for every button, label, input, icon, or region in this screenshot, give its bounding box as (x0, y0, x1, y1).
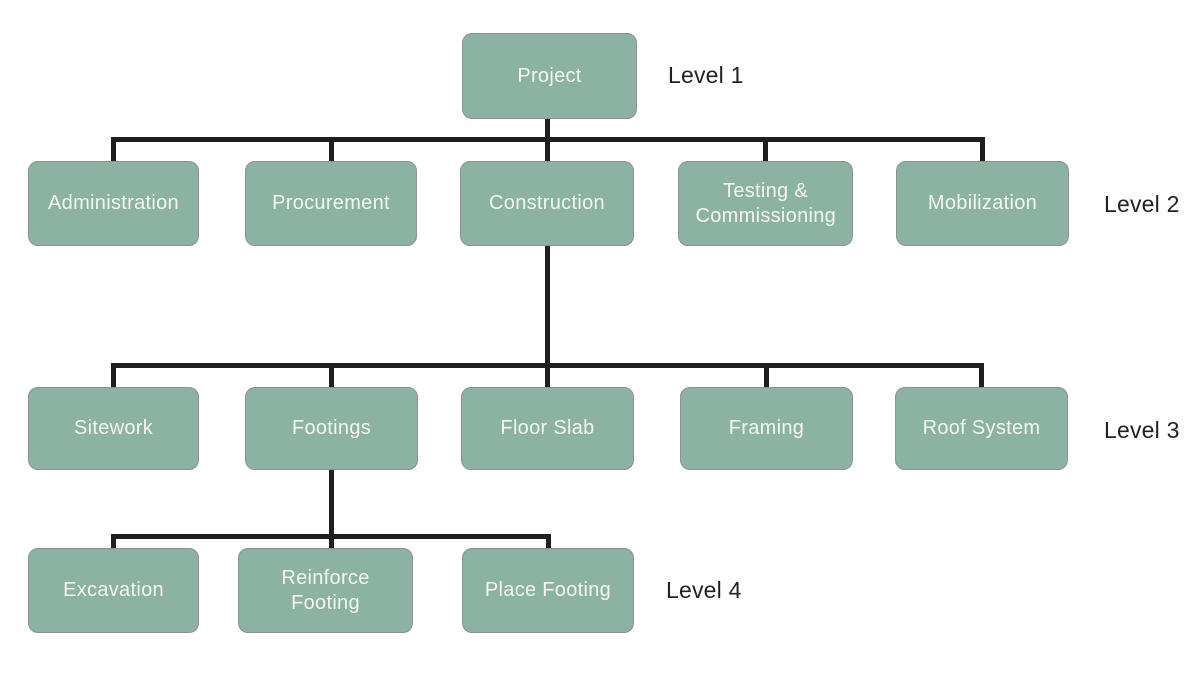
level-3-label: Level 3 (1104, 417, 1180, 443)
node-place-footing: Place Footing (462, 548, 634, 633)
node-testing-commissioning-label: Testing & Commissioning (695, 179, 837, 227)
level-1-label: Level 1 (668, 62, 744, 88)
node-footings-label: Footings (291, 417, 372, 439)
node-administration: Administration (28, 161, 199, 246)
node-framing-label: Framing (728, 417, 805, 439)
node-floor-slab-label: Floor Slab (500, 417, 595, 439)
level-2-label: Level 2 (1104, 191, 1180, 217)
connector-drop-procurement (329, 137, 334, 161)
node-project: Project (462, 33, 637, 119)
connector-drop-testing (763, 137, 768, 161)
node-roof-system: Roof System (895, 387, 1068, 470)
node-floor-slab: Floor Slab (461, 387, 634, 470)
node-excavation-label: Excavation (63, 579, 164, 601)
connector-drop-place-footing (546, 534, 551, 548)
connector-drop-sitework (111, 363, 116, 387)
node-sitework-label: Sitework (73, 417, 154, 439)
connector-drop-administration (111, 137, 116, 161)
connector-drop-footings (329, 363, 334, 387)
node-mobilization-label: Mobilization (927, 192, 1038, 214)
connector-construction-stem (545, 246, 550, 387)
node-mobilization: Mobilization (896, 161, 1069, 246)
node-testing-commissioning: Testing & Commissioning (678, 161, 853, 246)
node-reinforce-footing: Reinforce Footing (238, 548, 413, 633)
node-administration-label: Administration (48, 192, 179, 214)
connector-level4-hline (111, 534, 551, 539)
node-excavation: Excavation (28, 548, 199, 633)
connector-footings-stem (329, 470, 334, 548)
node-sitework: Sitework (28, 387, 199, 470)
connector-level2-hline (111, 137, 985, 142)
level-4-label: Level 4 (666, 577, 742, 603)
node-roof-system-label: Roof System (922, 417, 1041, 439)
node-footings: Footings (245, 387, 418, 470)
node-place-footing-label: Place Footing (484, 579, 612, 601)
node-construction: Construction (460, 161, 634, 246)
node-framing: Framing (680, 387, 853, 470)
connector-drop-framing (764, 363, 769, 387)
node-reinforce-footing-label: Reinforce Footing (281, 566, 370, 614)
node-procurement: Procurement (245, 161, 417, 246)
node-procurement-label: Procurement (272, 192, 390, 214)
connector-drop-roof-system (979, 363, 984, 387)
node-construction-label: Construction (489, 192, 605, 214)
connector-drop-mobilization (980, 137, 985, 161)
node-project-label: Project (517, 64, 582, 87)
connector-drop-excavation (111, 534, 116, 548)
connector-level3-hline (111, 363, 984, 368)
